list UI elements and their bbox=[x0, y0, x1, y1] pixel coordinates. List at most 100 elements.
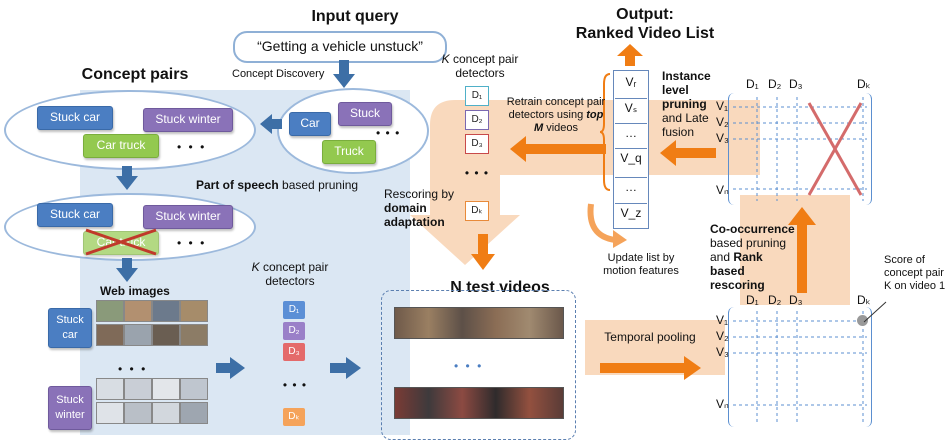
pair-car-truck: Car truck bbox=[83, 134, 159, 158]
web-image-thumb bbox=[96, 300, 124, 322]
pruned-ellipsis: • • • bbox=[177, 236, 207, 250]
orange-vertical-band bbox=[740, 195, 850, 305]
video-filmstrip-1 bbox=[394, 307, 564, 339]
instance-pruning-bold: Instance level pruning bbox=[662, 69, 711, 111]
instance-pruning-rest: and Late fusion bbox=[662, 111, 709, 139]
test-videos-box: • • • bbox=[381, 290, 576, 440]
web-image-thumb bbox=[180, 402, 208, 424]
right-arrow-detectors bbox=[330, 357, 361, 379]
up-arrow-matrix bbox=[788, 207, 816, 293]
pruned-stuck-winter: Stuck winter bbox=[143, 205, 233, 229]
ranked-video-list: Vᵣ Vₛ … V_q … V_z bbox=[613, 70, 649, 229]
temporal-pooling-label: Temporal pooling bbox=[604, 330, 696, 344]
retrain-suffix: videos bbox=[543, 122, 579, 134]
bottom-col-d1: D₁ bbox=[746, 293, 759, 307]
web-images-dots: • • • bbox=[118, 362, 148, 376]
ranked-item-vr: Vᵣ bbox=[615, 73, 647, 91]
top-detectors-text: concept pair detectors bbox=[449, 52, 519, 80]
top-detectors-label: K concept pair detectors bbox=[440, 52, 520, 80]
web-label-stuck-car: Stuck car bbox=[48, 308, 92, 348]
web-image-thumb bbox=[96, 324, 124, 346]
concept-car: Car bbox=[289, 112, 331, 136]
right-arrow-web bbox=[216, 357, 245, 379]
mid-detectors-dots: • • • bbox=[282, 378, 308, 392]
pruned-cross-mark bbox=[807, 102, 863, 196]
score-matrix-grid bbox=[733, 311, 867, 423]
top-detector-d3: D₃ bbox=[465, 134, 489, 154]
rescoring-prefix: Rescoring by bbox=[384, 187, 455, 201]
bottom-col-d2: D₂ bbox=[768, 293, 782, 307]
top-detector-d1: D₁ bbox=[465, 86, 489, 106]
left-arrow-pairs bbox=[260, 114, 282, 134]
top-col-d1: D₁ bbox=[746, 77, 759, 91]
pruned-matrix bbox=[728, 93, 872, 205]
top-row-vn: Vₙ bbox=[716, 183, 729, 197]
top-col-dk: Dₖ bbox=[857, 77, 871, 91]
mid-detector-d1: D₁ bbox=[283, 301, 305, 319]
mid-detectors-text: concept pair detectors bbox=[259, 260, 329, 288]
left-arrow-instance bbox=[660, 140, 716, 166]
rank-rescoring-bold: Rank based rescoring bbox=[710, 250, 765, 292]
right-arrow-pooling bbox=[600, 356, 701, 380]
pos-pruning-label: Part of speech based pruning bbox=[196, 178, 376, 192]
bottom-row-vn: Vₙ bbox=[716, 397, 729, 411]
ranked-item-ellipsis-2: … bbox=[615, 177, 647, 196]
mid-detector-d3: D₃ bbox=[283, 343, 305, 361]
cooccurrence-bold: Co-occurrence bbox=[710, 222, 795, 236]
bottom-row-v1: V₁ bbox=[716, 313, 729, 327]
output-title-line1: Output: bbox=[616, 6, 674, 23]
concept-truck: Truck bbox=[322, 140, 376, 164]
web-image-thumb bbox=[152, 300, 180, 322]
concept-discovery-label: Concept Discovery bbox=[232, 68, 325, 80]
web-images-title: Web images bbox=[100, 284, 170, 298]
web-label-stuck-winter: Stuck winter bbox=[48, 386, 92, 430]
query-text: “Getting a vehicle unstuck” bbox=[257, 38, 423, 54]
web-image-thumb bbox=[96, 378, 124, 400]
bottom-col-dk: Dₖ bbox=[857, 293, 871, 307]
web-image-thumb bbox=[152, 402, 180, 424]
top-detectors-dots: • • • bbox=[464, 166, 490, 180]
retrain-bold: top M bbox=[533, 109, 604, 134]
top-detectors-k: K bbox=[441, 52, 450, 66]
web-image-thumb bbox=[180, 300, 208, 322]
score-point bbox=[857, 315, 868, 326]
down-arrow-3 bbox=[116, 258, 138, 282]
top-col-d3: D₃ bbox=[789, 77, 803, 91]
mid-detector-dk: Dₖ bbox=[283, 408, 305, 426]
pairs-ellipsis: • • • bbox=[177, 140, 207, 154]
query-box: “Getting a vehicle unstuck” bbox=[233, 31, 447, 63]
web-image-grid-car bbox=[96, 300, 208, 356]
concept-stuck: Stuck bbox=[338, 102, 392, 126]
web-image-thumb bbox=[124, 402, 152, 424]
test-videos-title: N test videos bbox=[450, 279, 550, 296]
web-image-thumb bbox=[96, 402, 124, 424]
instance-pruning-label: Instance level pruning and Late fusion bbox=[662, 69, 722, 139]
pair-stuck-car: Stuck car bbox=[37, 106, 113, 130]
video-filmstrip-2 bbox=[394, 387, 564, 419]
score-note-pointer bbox=[863, 301, 887, 323]
concept-pairs-title: Concept pairs bbox=[81, 66, 189, 83]
update-curve-arrow bbox=[587, 203, 627, 248]
input-query-title: Input query bbox=[311, 8, 399, 25]
update-list-label: Update list by motion features bbox=[603, 252, 679, 277]
pos-pruning-bold: Part of speech bbox=[196, 178, 279, 192]
up-arrow-output bbox=[617, 44, 643, 66]
ranked-item-vs: Vₛ bbox=[615, 98, 647, 117]
bottom-col-d3: D₃ bbox=[789, 293, 803, 307]
web-image-thumb bbox=[124, 378, 152, 400]
discovered-ellipsis: • • • bbox=[376, 126, 401, 140]
retrain-label: Retrain concept pair detectors using top… bbox=[506, 96, 606, 135]
top-detector-dk: Dₖ bbox=[465, 201, 489, 221]
top-col-d2: D₂ bbox=[768, 77, 782, 91]
top-row-v3: V₃ bbox=[716, 131, 729, 145]
test-videos-dots: • • • bbox=[454, 359, 484, 373]
web-image-grid-winter bbox=[96, 378, 208, 434]
pos-pruning-rest: based pruning bbox=[278, 178, 359, 192]
down-arrow-2 bbox=[116, 166, 138, 190]
mid-detectors-label: K concept pair detectors bbox=[250, 260, 330, 288]
web-image-thumb bbox=[152, 378, 180, 400]
web-image-thumb bbox=[124, 324, 152, 346]
down-arrow-1 bbox=[333, 60, 355, 88]
web-image-thumb bbox=[124, 300, 152, 322]
